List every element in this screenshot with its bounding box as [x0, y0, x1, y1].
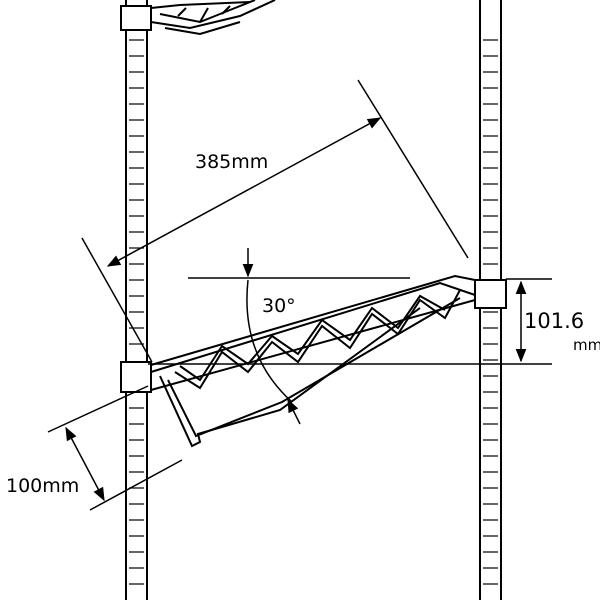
angle-dimension [188, 248, 410, 425]
drop-dimension [148, 278, 552, 365]
offset-extension-top [47, 385, 149, 433]
depth-extension-left [81, 237, 153, 363]
left-post [125, 0, 148, 600]
offset-dimension [47, 385, 183, 511]
depth-extension-right [357, 79, 469, 259]
right-post-notches [483, 39, 498, 585]
offset-label: 100mm [6, 475, 79, 497]
drop-value-label: 101.6 [524, 309, 584, 333]
offset-dimension-line [65, 426, 105, 502]
angle-arrow-bottom [287, 398, 301, 425]
angle-label: 30° [262, 295, 296, 317]
sloped-shelf [120, 274, 507, 448]
drop-unit-label: mm [573, 336, 600, 354]
top-shelf [120, 0, 276, 36]
depth-dimension-line [106, 117, 382, 267]
angle-arc [246, 279, 293, 403]
left-post-notches [129, 39, 144, 585]
depth-label: 385mm [195, 151, 268, 173]
offset-extension-bottom [89, 459, 183, 511]
depth-dimension [81, 79, 469, 363]
